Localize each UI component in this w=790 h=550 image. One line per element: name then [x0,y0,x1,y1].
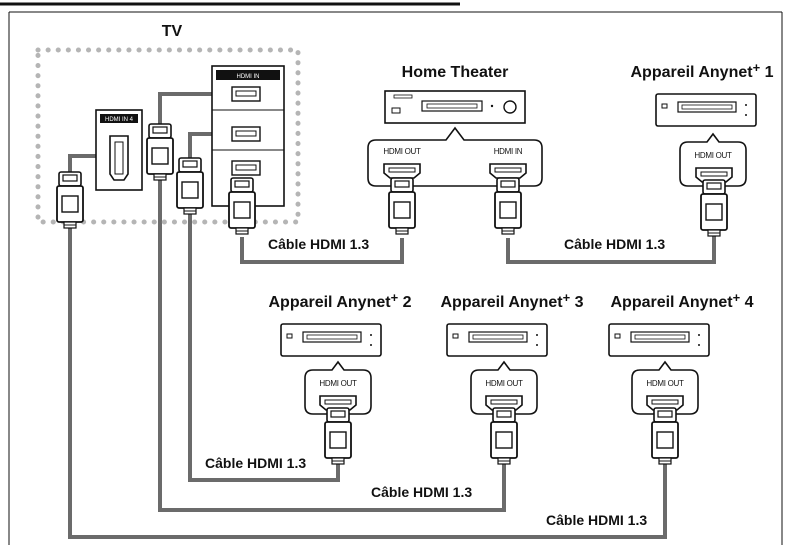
home-theater-out-label: HDMI OUT [383,147,421,156]
hdmi-plug-icon [700,179,728,237]
device-4-box [608,323,710,357]
hdmi-plug-icon [324,407,352,465]
device-4-out-label: HDMI OUT [646,379,684,388]
tv-hdmi-port-3 [231,160,261,176]
cable-internal-4 [68,154,106,176]
home-theater-in-label: HDMI IN [494,147,523,156]
tv-label: TV [162,23,183,40]
device-2-out-label: HDMI OUT [319,379,357,388]
tv-hdmi-in-label: HDMI IN [237,74,260,80]
device-2-group: Appareil Anynet+ 2 HDMI OUT [268,290,412,465]
cable-label-hometheater-device1: Câble HDMI 1.3 [564,236,665,252]
tv-hdmi-port-2 [231,126,261,142]
tv-dotted-outline [35,47,301,225]
device-4-group: Appareil Anynet+ 4 HDMI OUT [608,290,754,465]
tv-hdmi-port-1 [231,86,261,102]
device-3-label: Appareil Anynet+ 3 [440,290,583,311]
hdmi-socket-icon [489,163,527,179]
home-theater-box [384,90,526,124]
tv-hdmi-in4-label: HDMI IN 4 [105,117,134,123]
hdmi-plug-icon [228,177,256,235]
cable-tv-hometheater [240,237,404,264]
device-1-out-label: HDMI OUT [694,151,732,160]
cable-internal-1 [158,92,236,126]
device-2-label: Appareil Anynet+ 2 [268,290,411,311]
cable-hometheater-device1 [506,236,716,264]
device-3-out-label: HDMI OUT [485,379,523,388]
hdmi-plug-icon [490,407,518,465]
device-1-box [655,93,757,127]
hdmi-plug-icon [146,123,174,181]
hdmi-plug-icon [56,171,84,229]
device-3-group: Appareil Anynet+ 3 HDMI OUT [440,290,584,465]
cable-tv-device2 [188,206,340,482]
tv-hdmi-in-header [216,70,280,80]
cables [68,92,716,539]
cable-label-device4: Câble HDMI 1.3 [546,512,647,528]
hdmi-socket-icon [383,163,421,179]
cable-tv-device3 [158,175,506,512]
hdmi-plug-icon [494,177,522,235]
device-2-box [280,323,382,357]
home-theater-label: Home Theater [402,64,509,81]
hdmi-plug-icon [388,177,416,235]
hdmi-plug-icon [176,157,204,215]
device-1-label: Appareil Anynet+ 1 [630,60,773,81]
cable-tv-device4 [68,226,667,539]
device-1-group: Appareil Anynet+ 1 HDMI OUT [630,60,774,237]
device-3-box [446,323,548,357]
home-theater-group: Home Theater HDMI OUT HDMI IN [367,64,543,235]
tv-hdmi-port-4 [109,135,129,181]
cable-label-tv-hometheater: Câble HDMI 1.3 [268,236,369,252]
tv-group: TV HDMI IN HDMI IN 4 [35,23,301,235]
hdmi-plug-icon [651,407,679,465]
device-4-label: Appareil Anynet+ 4 [610,290,753,311]
cable-label-device2: Câble HDMI 1.3 [205,455,306,471]
cable-label-device3: Câble HDMI 1.3 [371,484,472,500]
